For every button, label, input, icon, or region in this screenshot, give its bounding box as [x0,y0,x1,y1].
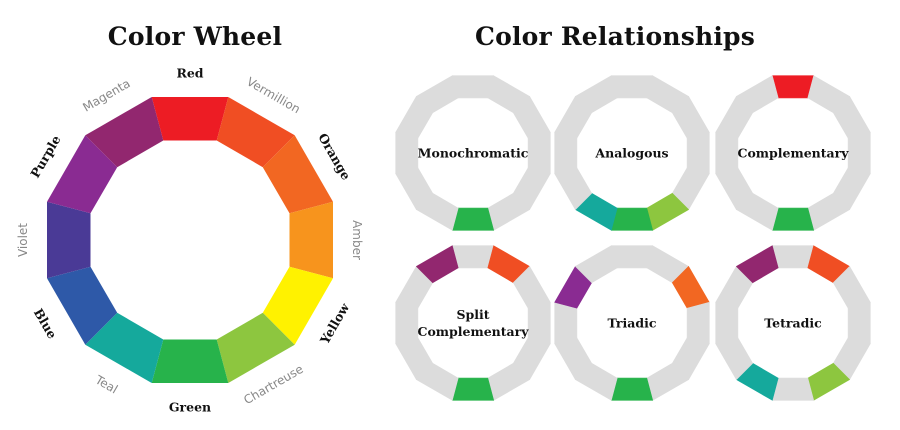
wheel-label-yellow: Yellow [317,299,353,347]
ring-segment [686,301,710,345]
ring-segment [610,245,654,269]
wheel-label-magenta: Magenta [80,76,132,114]
wheel-label-purple: Purple [27,133,63,181]
relationship-label: Triadic [608,316,657,331]
wheel-label-green: Green [169,400,211,415]
wheel-segment-purple [47,135,118,214]
ring-segment [554,131,578,175]
wheel-label-blue: Blue [31,306,60,342]
ring-segment [686,131,710,175]
ring-segment [527,301,551,345]
wheel-label-vermillion: Vermillion [244,74,302,116]
ring-segment [610,75,654,99]
ring-segment [451,245,495,269]
ring-segment [715,131,739,175]
highlight-green [451,207,495,231]
ring-segment [451,75,495,99]
relationship-monochromatic: Monochromatic [395,75,551,231]
wheel-segment-violet [47,201,91,279]
ring-segment [771,245,815,269]
ring-segment [847,301,871,345]
ring-segment [554,301,578,345]
ring-segment [771,377,815,401]
relationship-complementary: Complementary [715,75,871,231]
wheel-label-amber: Amber [350,220,364,260]
ring-segment [527,131,551,175]
wheel-label-violet: Violet [16,223,30,257]
wheel-label-red: Red [176,66,203,81]
wheel-segment-red [151,97,229,141]
highlight-green [771,207,815,231]
wheel-label-teal: Teal [92,372,120,396]
relationship-analogous: Analogous [554,75,710,231]
relationship-label: Split [456,307,489,322]
relationship-tetradic: Tetradic [715,245,871,401]
wheel-label-orange: Orange [315,131,354,183]
relationship-label: Monochromatic [418,146,529,161]
relationship-label: Analogous [594,146,668,161]
wheel-segment-orange [262,135,333,214]
highlight-green [451,377,495,401]
relationship-label: Complementary [418,324,530,339]
ring-segment [574,245,618,284]
wheel-segment-yellow [262,266,333,345]
color-wheel: RedVermillionOrangeAmberYellowChartreuse… [16,66,364,415]
highlight-magenta [735,245,779,284]
relationship-label: Tetradic [764,316,822,331]
highlight-green [610,207,654,231]
highlight-green [610,377,654,401]
relationship-label: Complementary [738,146,850,161]
wheel-segment-amber [289,201,333,279]
ring-segment [395,131,419,175]
wheel-segment-blue [47,266,118,345]
ring-segment [415,75,459,114]
color-relationships-title: Color Relationships [475,22,755,51]
highlight-red [771,75,815,99]
wheel-segment-chartreuse [216,312,295,383]
highlight-magenta [415,245,459,284]
ring-segment [715,301,739,345]
ring-segment [395,301,419,345]
relationship-triadic: Triadic [554,245,710,401]
ring-segment [735,75,779,114]
wheel-segment-vermillion [216,97,295,168]
wheel-segment-teal [85,312,164,383]
ring-segment [847,131,871,175]
wheel-segment-magenta [85,97,164,168]
color-wheel-title: Color Wheel [107,22,283,51]
ring-segment [574,75,618,114]
wheel-segment-green [151,339,229,383]
